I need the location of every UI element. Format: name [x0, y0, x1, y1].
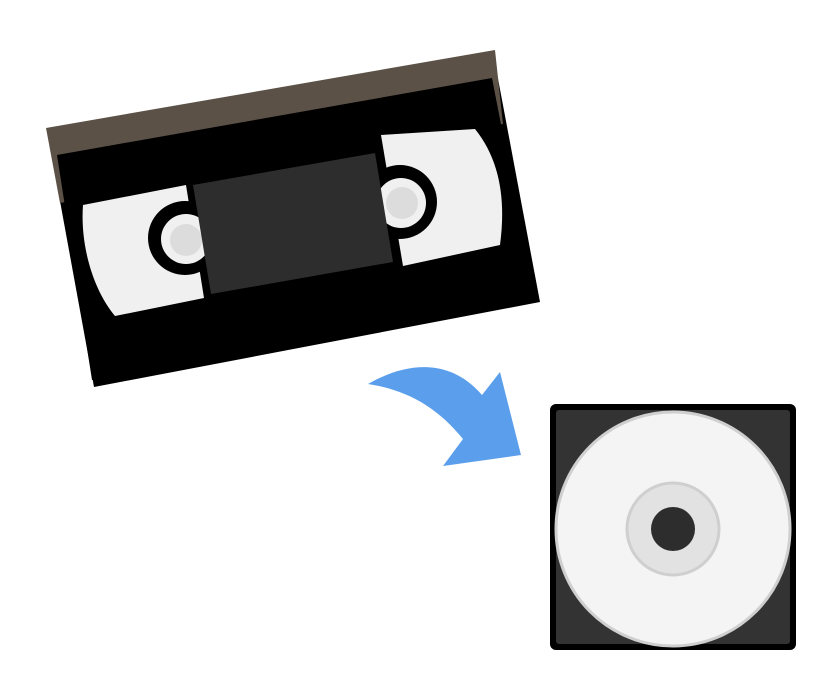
right-reel-hub-inner: [386, 187, 418, 219]
arrow-shape: [368, 367, 521, 466]
left-reel-hub-inner: [170, 224, 202, 256]
cd-case-icon: [550, 404, 796, 650]
tape-window: [193, 153, 393, 294]
curved-arrow-icon: [368, 367, 521, 466]
disc-center-hole: [651, 507, 695, 551]
vhs-cassette-icon: [46, 50, 540, 387]
